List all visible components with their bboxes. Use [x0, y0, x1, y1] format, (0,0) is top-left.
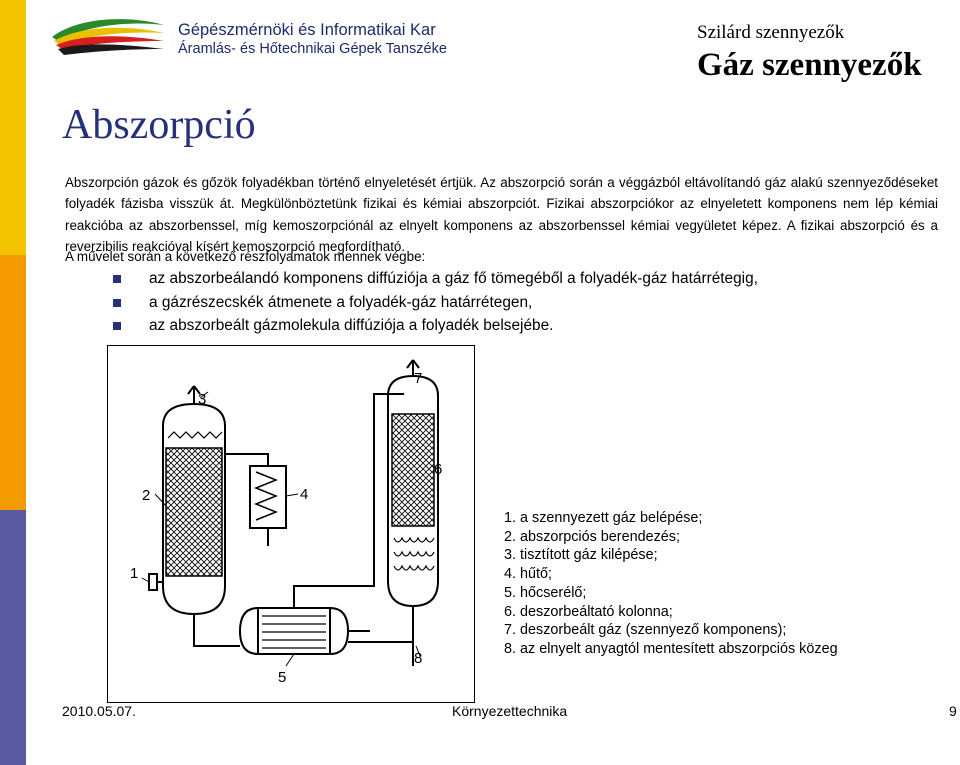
diagram-label-6: 6 [434, 461, 442, 478]
diagram-label-8: 8 [414, 650, 422, 667]
page-number: 9 [949, 703, 957, 719]
slide-title: Abszorpció [62, 102, 256, 148]
cooler [225, 453, 287, 546]
list-item: az abszorbeált gázmolekula diffúziója a … [110, 314, 758, 338]
square-bullet-icon [113, 298, 121, 307]
legend-item: 3. tisztított gáz kilépése; [504, 547, 658, 564]
steps-lead: A művelet során a következő részfolyamat… [65, 249, 426, 264]
university-logo [48, 15, 168, 61]
diagram-label-2: 2 [142, 487, 150, 504]
square-bullet-icon [113, 275, 121, 283]
process-schematic: 1 2 3 4 5 6 7 8 [130, 359, 442, 686]
square-bullet-icon [113, 322, 121, 330]
diagram-legend: 1. a szennyezett gáz belépése; 2. abszor… [504, 509, 838, 659]
legend-item: 6. deszorbeáltató kolonna; [504, 603, 673, 620]
topic-subtitle: Szilárd szennyezők [697, 22, 845, 43]
legend-item: 7. deszorbeált gáz (szennyező komponens)… [504, 622, 787, 639]
intro-paragraph: Abszorpción gázok és gőzök folyadékban t… [65, 172, 938, 257]
legend-item: 2. abszorpciós berendezés; [504, 528, 680, 545]
faculty-name: Gépészmérnöki és Informatikai Kar Áramlá… [178, 21, 447, 59]
legend-item: 8. az elnyelt anyagtól mentesített abszo… [504, 640, 838, 657]
intro-text: Abszorpción gázok és gőzök folyadékban t… [65, 175, 938, 254]
legend-item: 1. a szennyezett gáz belépése; [504, 510, 703, 526]
diagram-label-4: 4 [300, 486, 308, 503]
heat-exchanger [193, 393, 404, 655]
side-bar-orange [0, 255, 26, 510]
topic-title: Gáz szennyezők [697, 47, 922, 83]
legend-item: 4. hűtő; [504, 566, 553, 583]
faculty-line-2: Áramlás- és Hőtechnikai Gépek Tanszéke [178, 41, 447, 57]
diagram-label-3: 3 [198, 391, 206, 408]
absorption-process-diagram: 1 2 3 4 5 6 7 8 [107, 345, 475, 703]
diagram-label-1: 1 [130, 565, 138, 582]
diagram-label-5: 5 [278, 669, 286, 686]
absorber-column [148, 385, 226, 636]
footer-date: 2010.05.07. [62, 703, 136, 719]
steps-list: az abszorbeálandó komponens diffúziója a… [110, 267, 758, 338]
side-bar-yellow [0, 0, 26, 255]
diagram-label-7: 7 [414, 370, 422, 387]
side-bar-blue [0, 510, 26, 765]
footer-course: Környezettechnika [452, 703, 568, 719]
legend-item: 5. hőcserélő; [504, 584, 587, 601]
list-item: az abszorbeálandó komponens diffúziója a… [110, 267, 758, 291]
desorber-column [348, 359, 439, 666]
list-item: a gázrészecskék átmenete a folyadék-gáz … [110, 291, 758, 315]
faculty-line-1: Gépészmérnöki és Informatikai Kar [178, 21, 436, 39]
